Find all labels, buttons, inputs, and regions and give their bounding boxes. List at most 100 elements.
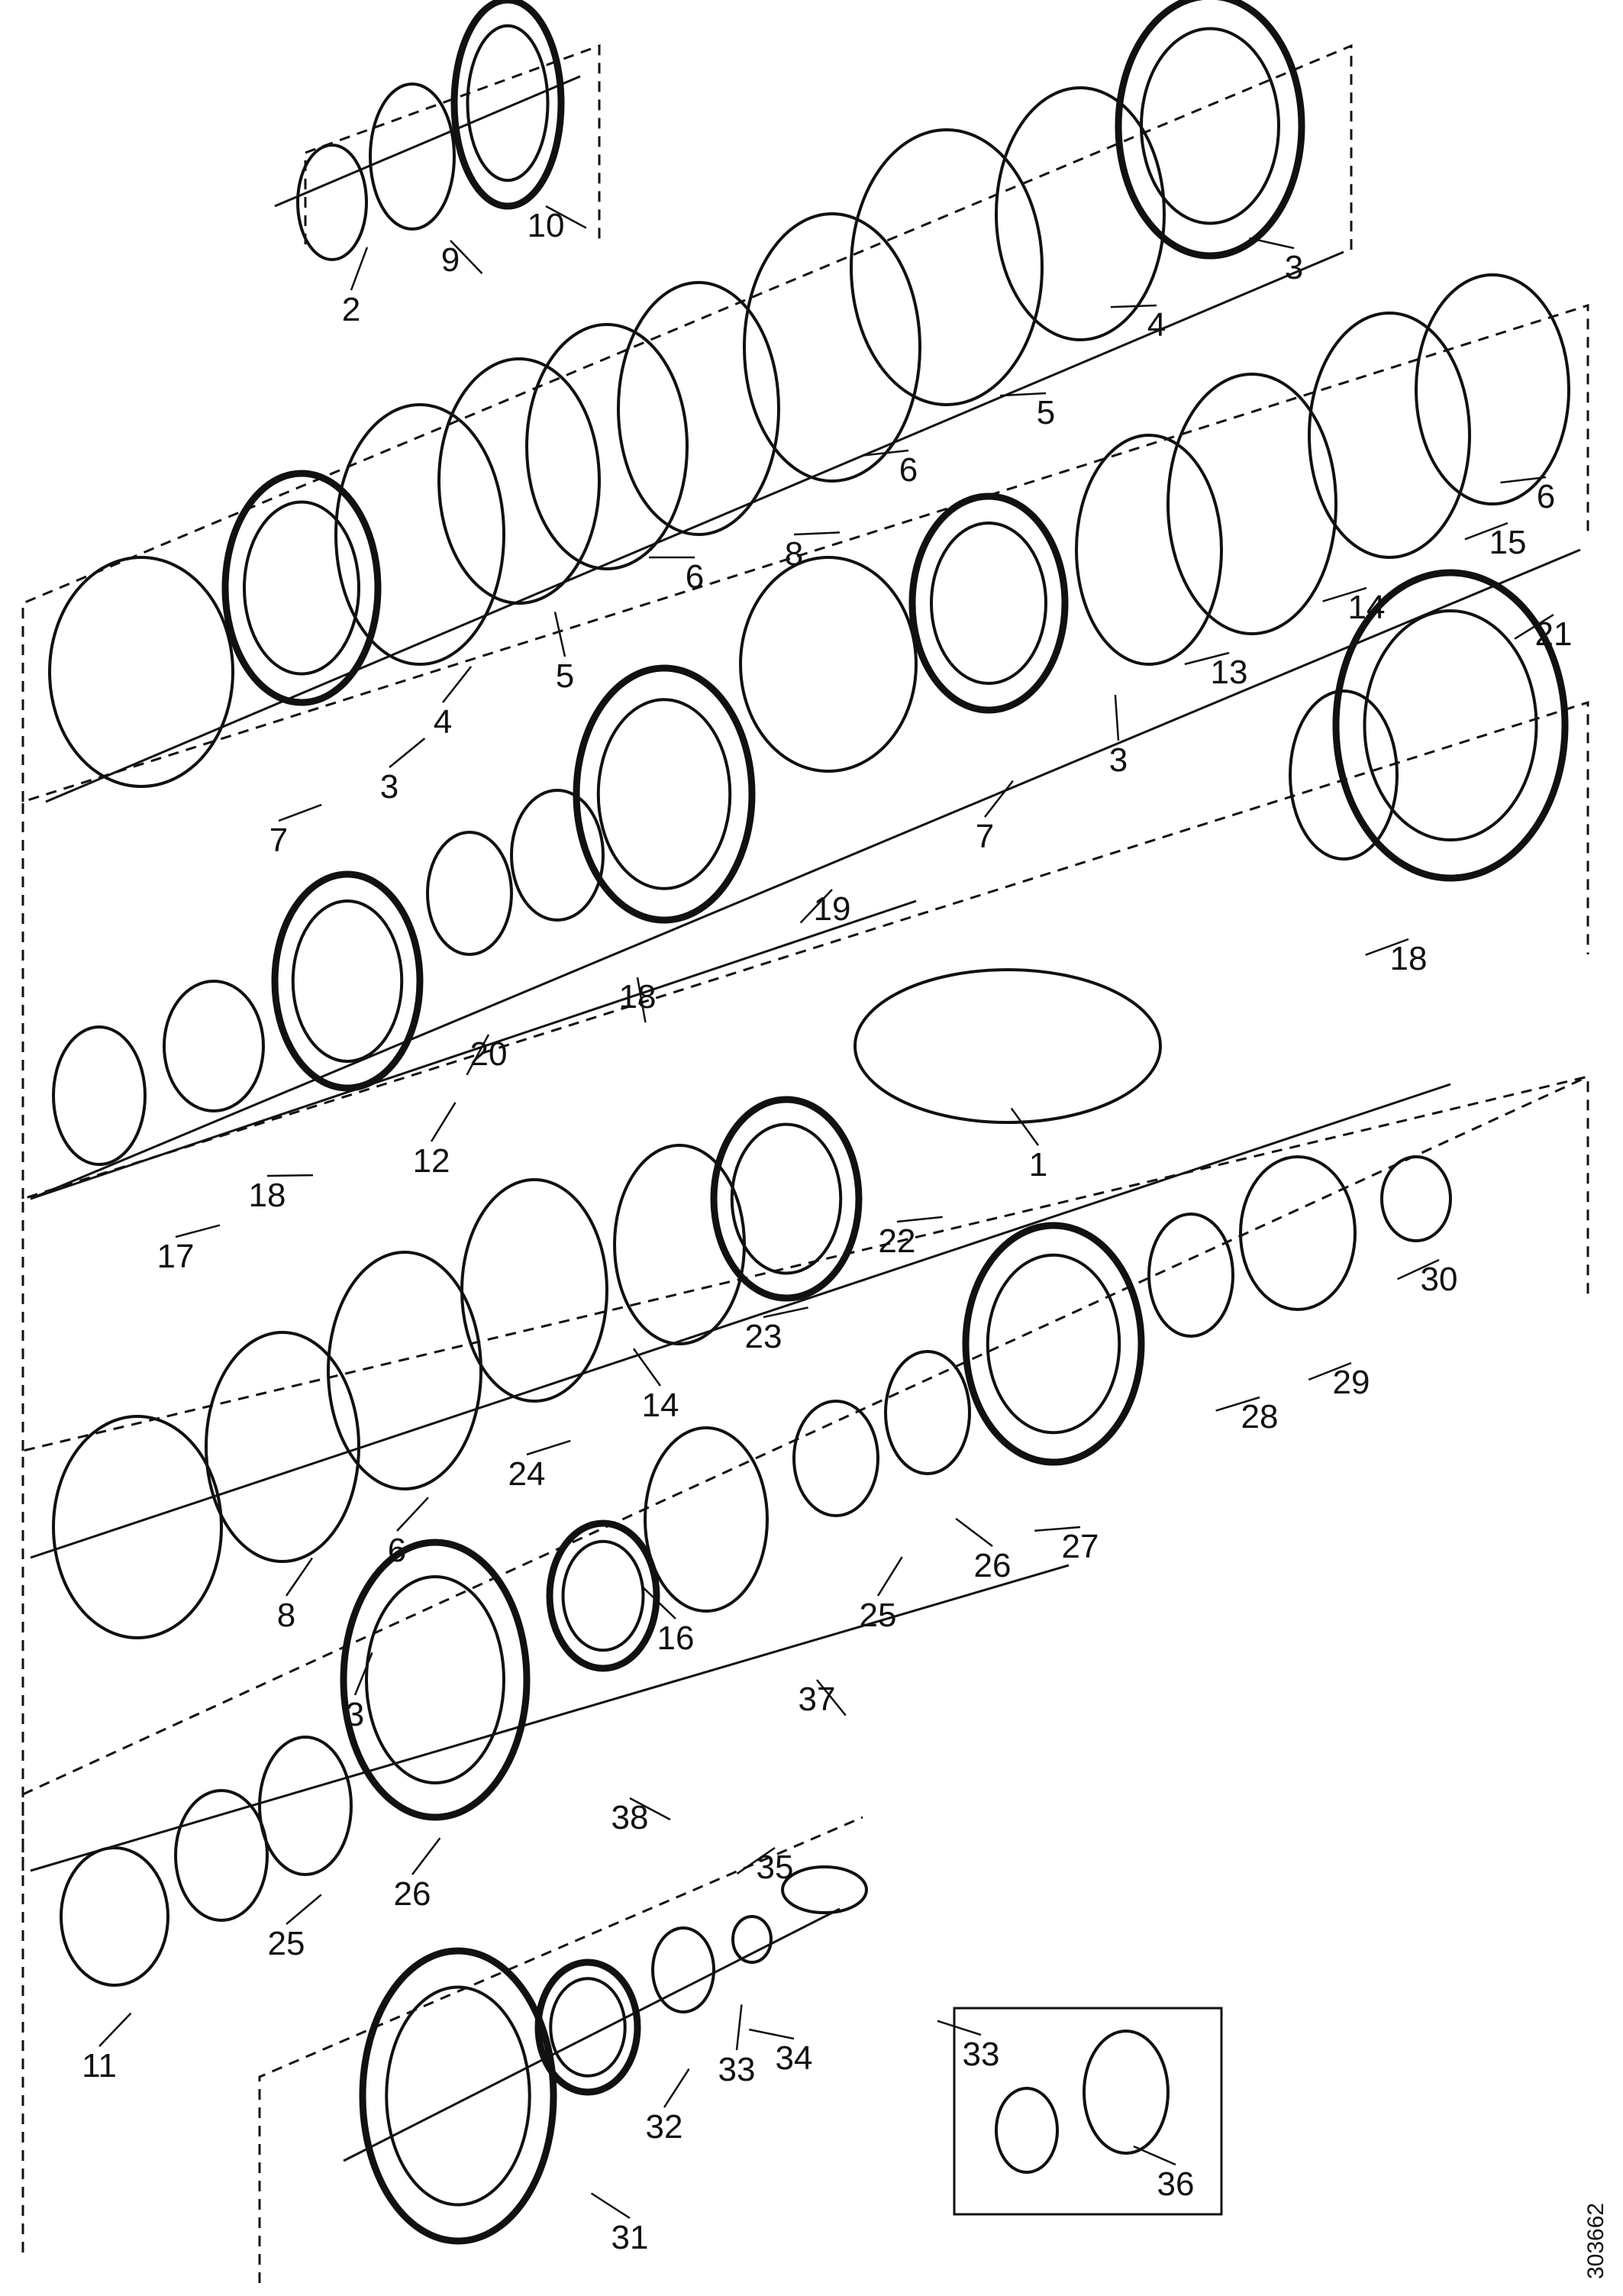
part-label-20: 20: [470, 1035, 508, 1073]
leader-line-2: [350, 247, 369, 291]
leader-line-29: [266, 1174, 314, 1177]
part-label-30: 30: [1421, 1261, 1458, 1298]
part-gear-25: [271, 870, 424, 1092]
leader-line-3: [1249, 237, 1295, 250]
part-label-35: 35: [757, 1849, 794, 1886]
assembly-frame-4: [21, 1075, 1589, 1871]
part-bushing-27: [52, 1025, 147, 1166]
leader-line-33: [466, 1034, 490, 1076]
part-label-3: 3: [346, 1696, 364, 1733]
leader-line-30: [636, 977, 647, 1023]
leader-line-54: [629, 1797, 671, 1821]
part-label-2: 2: [342, 291, 360, 328]
leader-line-6: [353, 1652, 373, 1696]
assembly-frame-6: [258, 1816, 863, 2283]
leader-line-26: [1464, 522, 1508, 541]
part-label-13: 13: [1211, 654, 1248, 691]
part-label-6: 6: [899, 451, 918, 489]
part-label-8: 8: [785, 535, 803, 573]
part-label-34: 34: [776, 2039, 813, 2077]
part-axis-4: [30, 899, 917, 1200]
part-synchro-ring-29: [710, 1096, 863, 1302]
group-axes: [30, 75, 1581, 2162]
leader-line-27: [641, 1586, 676, 1619]
leader-line-24: [1322, 586, 1367, 602]
part-label-21: 21: [1535, 615, 1573, 653]
leader-line-46: [590, 2192, 631, 2220]
assembly-frame-2: [21, 303, 1589, 1199]
part-synchro-ring-12-bore: [243, 500, 360, 676]
part-bushing-52: [995, 2087, 1059, 2174]
part-label-25: 25: [860, 1597, 897, 1634]
part-synchro-ring-4: [1115, 0, 1305, 260]
leader-line-14: [396, 1497, 429, 1532]
part-label-3: 3: [380, 768, 398, 806]
part-bushing-40: [792, 1400, 879, 1517]
leader-line-31: [1365, 938, 1409, 956]
part-gear-22-bore: [596, 698, 732, 890]
leader-line-17: [793, 531, 840, 536]
part-snap-ring-7: [743, 212, 921, 483]
part-synchro-cone-10: [437, 357, 601, 605]
part-sliding-sleeve-13: [48, 556, 234, 788]
leader-line-52: [1133, 2145, 1176, 2166]
leader-line-8: [442, 666, 473, 703]
part-label-14: 14: [1348, 589, 1386, 626]
part-label-7: 7: [269, 822, 288, 859]
group-frames: [21, 44, 1589, 2283]
part-label-3: 3: [1285, 249, 1303, 286]
part-gear-22: [573, 664, 756, 924]
part-cone-ring-5: [995, 86, 1166, 341]
part-label-33: 33: [718, 2051, 756, 2088]
leader-line-5: [1114, 695, 1120, 741]
part-label-11: 11: [82, 2047, 117, 2084]
part-label-8: 8: [277, 1597, 295, 1634]
part-circlip-2: [369, 82, 456, 231]
part-synchro-hub-3: [450, 0, 565, 210]
part-label-6: 6: [388, 1532, 406, 1569]
part-axis-2: [45, 250, 1344, 803]
leader-line-25: [632, 1348, 662, 1387]
part-label-33: 33: [963, 2036, 1000, 2073]
leader-line-13: [1500, 476, 1547, 484]
leader-line-39: [286, 1894, 322, 1925]
part-label-9: 9: [441, 241, 460, 279]
leader-line-20: [545, 205, 587, 229]
part-gear-51-bore: [385, 1985, 531, 2207]
leader-line-34: [1514, 613, 1554, 640]
group-parts: [48, 0, 1570, 2245]
leader-line-35: [896, 1216, 943, 1223]
part-label-38: 38: [611, 1799, 649, 1836]
part-label-18: 18: [249, 1177, 286, 1214]
part-synchro-cone-15: [1308, 312, 1471, 559]
part-synchro-cone-31: [460, 1178, 608, 1403]
leader-line-49: [937, 2020, 982, 2036]
part-label-23: 23: [745, 1318, 782, 1355]
part-sliding-sleeve-19: [739, 556, 918, 773]
leader-line-41: [411, 1837, 441, 1875]
leader-line-38: [876, 1556, 903, 1597]
part-axis-6: [30, 1564, 1070, 1872]
part-label-25: 25: [268, 1925, 305, 1962]
leader-line-37: [526, 1439, 571, 1456]
part-gear-51: [359, 1947, 557, 2245]
leader-line-45: [1397, 1258, 1440, 1280]
part-label-32: 32: [646, 2108, 683, 2146]
part-thrust-washer-37: [1147, 1213, 1234, 1338]
part-synchro-hub-3-bore: [466, 24, 550, 182]
part-snap-ring-9: [525, 323, 689, 570]
part-bearing-36: [1239, 1155, 1357, 1311]
part-label-22: 22: [879, 1222, 916, 1260]
part-cone-ring-30: [613, 1144, 746, 1345]
part-axis-5: [30, 1083, 1451, 1559]
part-label-24: 24: [508, 1455, 546, 1493]
part-label-26: 26: [394, 1875, 431, 1913]
part-label-14: 14: [642, 1387, 679, 1424]
part-bearing-1: [296, 144, 368, 261]
reference-code: 303662: [1583, 2203, 1608, 2279]
part-label-4: 4: [434, 703, 452, 741]
part-gear-42: [546, 1519, 660, 1672]
part-needle-bearing-23: [510, 789, 605, 922]
